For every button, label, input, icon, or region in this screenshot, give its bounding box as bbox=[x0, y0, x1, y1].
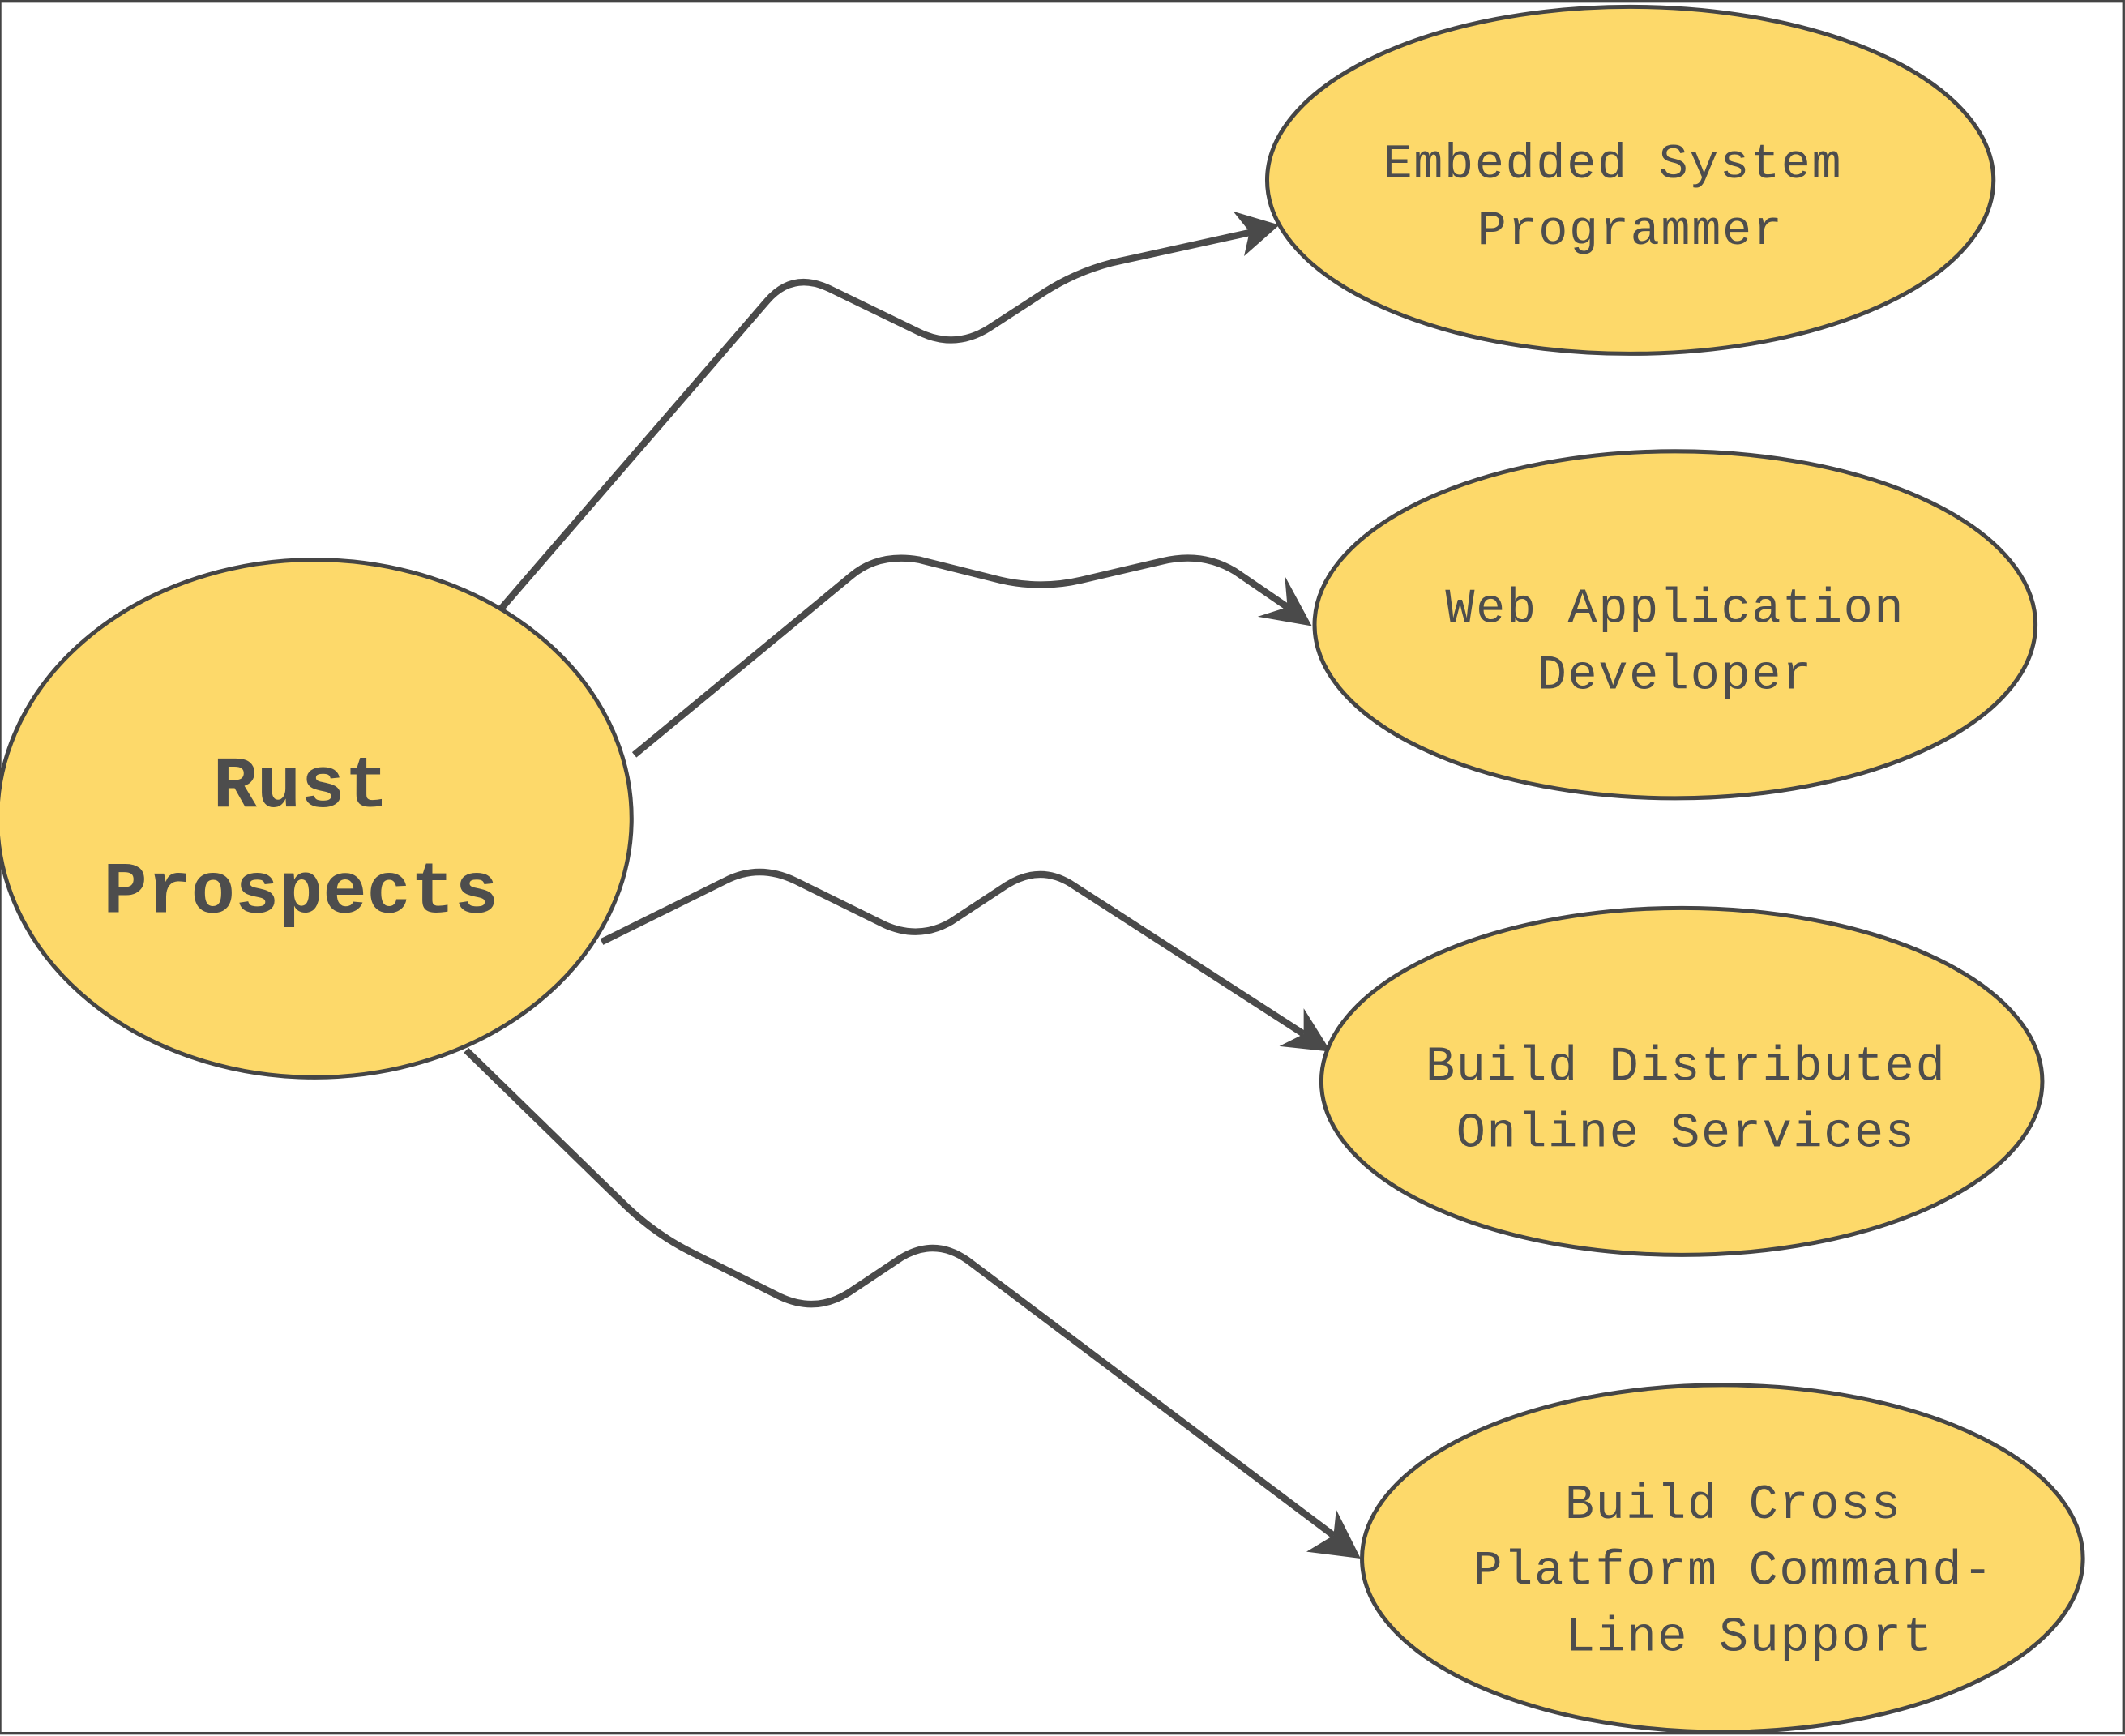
node-label: Build Cross bbox=[1565, 1478, 1902, 1533]
edges bbox=[464, 211, 1361, 1559]
arrowhead-distributed bbox=[1279, 1008, 1332, 1052]
arrowhead-embedded bbox=[1233, 211, 1280, 257]
arrowhead-cross-platform bbox=[1306, 1509, 1361, 1559]
node-embedded-system-programmer[interactable]: Embedded System Programmer bbox=[1264, 4, 1996, 356]
edge-embedded bbox=[497, 228, 1255, 613]
root-label-line-1: Rust bbox=[213, 746, 389, 829]
node-label: Web Application bbox=[1445, 583, 1905, 638]
edge-distributed bbox=[600, 868, 1306, 1037]
node-label: Platform Command- bbox=[1473, 1545, 1993, 1600]
node-label: Developer bbox=[1537, 648, 1813, 703]
arrowhead-web bbox=[1257, 575, 1312, 626]
node-label: Online Services bbox=[1456, 1107, 1916, 1162]
node-build-distributed-online-services[interactable]: Build Distributed Online Services bbox=[1319, 905, 2045, 1257]
node-label: Build Distributed bbox=[1426, 1041, 1946, 1096]
node-label: Programmer bbox=[1477, 204, 1784, 259]
edge-cross-platform bbox=[464, 1047, 1336, 1538]
node-label: Line Support bbox=[1566, 1611, 1934, 1666]
node-web-application-developer[interactable]: Web Application Developer bbox=[1312, 449, 2038, 801]
node-build-cross-platform-command-line-support[interactable]: Build Cross Platform Command- Line Suppo… bbox=[1360, 1383, 2085, 1734]
root-node[interactable]: Rust Prospects bbox=[0, 558, 634, 1080]
root-label-line-2: Prospects bbox=[103, 852, 498, 934]
edge-web bbox=[631, 554, 1289, 758]
node-label: Embedded System bbox=[1383, 138, 1842, 193]
